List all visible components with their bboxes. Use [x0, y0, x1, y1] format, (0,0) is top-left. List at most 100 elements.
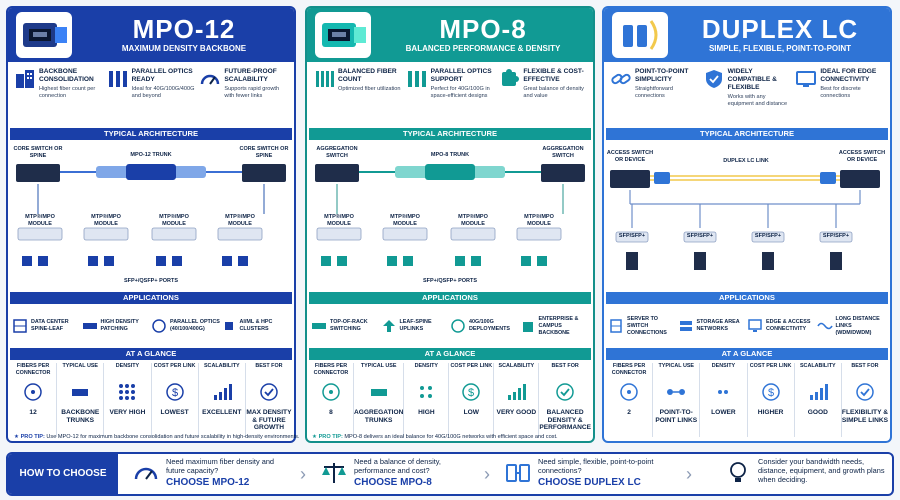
pro-tip-text: Use MPO-12 for maximum backbone consolid… — [46, 434, 300, 440]
glance-value: LOWEST — [160, 409, 189, 416]
glance-value: POINT-TO-POINT LINKS — [655, 409, 698, 424]
glance-value: LOW — [463, 409, 480, 416]
glance-header: DENSITY — [711, 363, 736, 369]
parallel-optics-icon — [407, 71, 426, 87]
duplex-lc-subtitle: SIMPLE, FLEXIBLE, POINT-TO-POINT — [708, 44, 852, 53]
glance-item: COST PER LINK$LOW — [449, 363, 495, 437]
density-dots-icon — [119, 384, 136, 400]
pro-tip-label: PRO TIP: — [20, 434, 45, 440]
feature-title: BACKBONE CONSOLIDATION — [39, 68, 94, 83]
duplex-lc-title: DUPLEX LC — [701, 14, 859, 44]
arch-module-label: MTP®/MPO MODULE — [25, 214, 55, 227]
how-to-choose-bar: HOW TO CHOOSE Need maximum fiber density… — [6, 452, 894, 496]
mpo12-architecture: CORE SWITCH OR SPINE MPO-12 TRUNK CORE S… — [8, 140, 294, 292]
duplex-lc-applications: SERVER TO SWITCH CONNECTIONS STORAGE ARE… — [604, 304, 890, 348]
star-icon: ★ — [312, 434, 318, 440]
application-label: DATA CENTER SPINE-LEAF — [31, 319, 69, 332]
glance-header: SCALABILITY — [203, 363, 240, 369]
mpo8-header: MPO-8 BALANCED PERFORMANCE & DENSITY — [307, 8, 593, 62]
glance-band: AT A GLANCE — [606, 348, 888, 360]
feature-desc: Best for discrete connections — [820, 86, 861, 99]
duplex-lc-connector-icon — [612, 12, 668, 58]
glance-value: FLEXIBILITY & SIMPLE LINKS — [841, 409, 889, 424]
chevron-right-icon: › — [300, 464, 306, 484]
feature-title: FLEXIBLE & COST-EFFECTIVE — [523, 68, 584, 83]
glance-item: BEST FOR FLEXIBILITY & SIMPLE LINKS — [842, 363, 888, 437]
glance-value: MAX DENSITY & FUTURE GROWTH — [246, 409, 292, 431]
chevron-right-icon: › — [484, 464, 490, 484]
arch-trunk-label: MPO-8 TRUNK — [430, 152, 470, 158]
arch-left-label: AGGREGATION SWITCH — [316, 146, 358, 159]
glance-header: COST PER LINK — [749, 363, 792, 369]
arch-right-label: AGGREGATION SWITCH — [542, 146, 584, 159]
glance-value: 12 — [29, 409, 37, 416]
feature-title: PARALLEL OPTICS READY — [131, 68, 193, 83]
application-label: ENTERPRISE & CAMPUS BACKBONE — [538, 315, 579, 336]
mpo8-architecture: AGGREGATION SWITCH MPO-8 TRUNK AGGREGATI… — [307, 140, 593, 292]
storage-icon — [679, 321, 692, 331]
choice-duplex-lc[interactable]: Need simple, flexible, point-to-point co… — [504, 457, 668, 488]
building-icon — [16, 70, 34, 88]
glance-item: TYPICAL USE BACKBONE TRUNKS — [57, 363, 105, 437]
datacenter-icon — [13, 319, 27, 333]
fiber-count-icon — [24, 383, 42, 401]
choice-question: Need a balance of density, performance a… — [354, 457, 441, 475]
application-item: DATA CENTER SPINE-LEAF — [12, 310, 82, 342]
glance-header: SCALABILITY — [498, 363, 535, 369]
architecture-band: TYPICAL ARCHITECTURE — [309, 128, 591, 140]
glance-value: BACKBONE TRUNKS — [61, 409, 100, 424]
application-item: ENTERPRISE & CAMPUS BACKBONE — [520, 310, 590, 342]
feature-desc: Highest fiber count per connection — [39, 86, 96, 99]
arch-right-label: ACCESS SWITCH OR DEVICE — [838, 150, 886, 163]
server-link-icon — [506, 464, 530, 482]
star-icon: ★ — [14, 434, 20, 440]
feature-title: FUTURE-PROOF SCALABILITY — [224, 68, 277, 83]
arch-module-label: MTP®/MPO MODULE — [324, 214, 354, 227]
choice-mpo8[interactable]: Need a balance of density, performance a… — [320, 457, 474, 488]
glance-header: BEST FOR — [851, 363, 879, 369]
arch-module-label: MTP®/MPO MODULE — [91, 214, 121, 227]
fiber-count-icon — [322, 383, 340, 401]
switch-icon — [312, 323, 326, 329]
mpo12-features: BACKBONE CONSOLIDATION Highest fiber coun… — [8, 62, 294, 128]
glance-header: BEST FOR — [255, 363, 283, 369]
glance-value: HIGHER — [757, 409, 784, 416]
application-item: LEAF-SPINE UPLINKS — [381, 310, 451, 342]
glance-header: DENSITY — [414, 363, 439, 369]
arch-ports-label: SFP+/QSFP+ PORTS — [422, 278, 478, 284]
feature-item: BACKBONE CONSOLIDATION Highest fiber coun… — [12, 68, 105, 128]
glance-value: BALANCED DENSITY & PERFORMANCE — [539, 409, 591, 431]
application-item: EDGE & ACCESS CONNECTIVITY — [747, 310, 817, 342]
density-dots-icon — [718, 390, 729, 394]
glance-header: COST PER LINK — [450, 363, 493, 369]
link-icon — [611, 73, 631, 85]
glance-value: LOWER — [711, 409, 736, 416]
arch-module-label: SFP/SFP+ — [686, 233, 714, 239]
mpo12-connector-icon — [16, 12, 72, 58]
patch-panel-icon — [82, 323, 97, 329]
glance-value: HIGH — [418, 409, 435, 416]
choice-question: Need maximum fiber density and future ca… — [166, 457, 275, 475]
glance-band: AT A GLANCE — [10, 348, 292, 360]
arch-trunk-label: MPO-12 TRUNK — [130, 152, 172, 158]
arch-module-label: MTP®/MPO MODULE — [390, 214, 420, 227]
glance-header: BEST FOR — [551, 363, 579, 369]
feature-desc: Works with any equipment and distance — [727, 94, 788, 107]
glance-header: TYPICAL USE — [360, 363, 397, 369]
arch-left-label: CORE SWITCH OR SPINE — [13, 146, 63, 159]
choice-mpo12[interactable]: Need maximum fiber density and future ca… — [132, 457, 286, 488]
fiber-bars-icon — [316, 71, 334, 87]
glance-header: TYPICAL USE — [62, 363, 99, 369]
